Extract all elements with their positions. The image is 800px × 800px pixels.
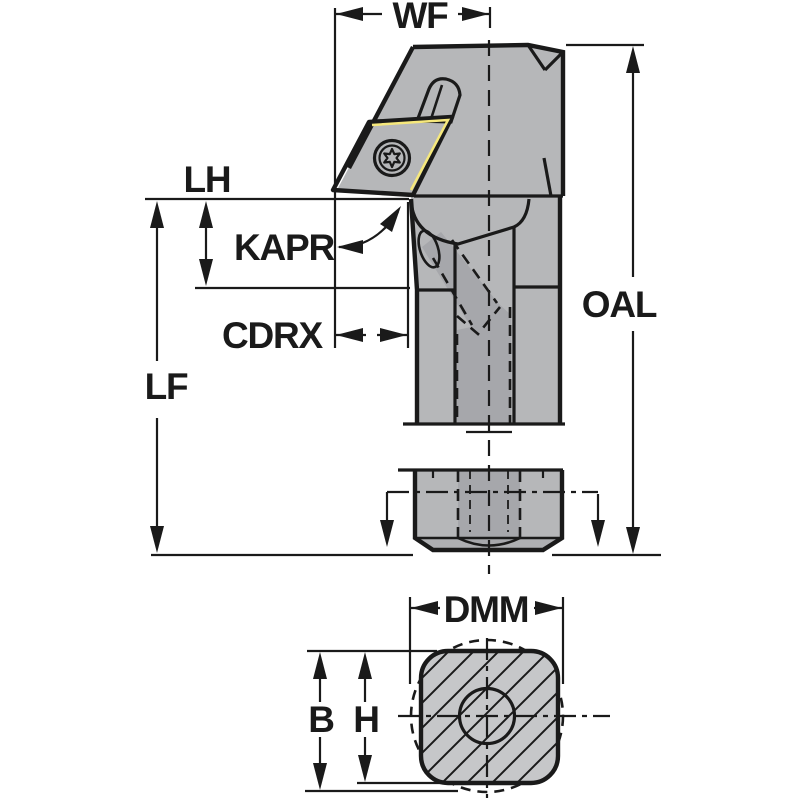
insert-assembly	[330, 77, 462, 198]
dim-dmm: DMM	[408, 589, 565, 684]
clamp-boss-slot	[429, 84, 444, 120]
dim-label-kapr: KAPR	[234, 227, 335, 268]
insert-screw	[372, 138, 412, 178]
dim-label-cdrx: CDRX	[222, 315, 324, 356]
section-view	[398, 638, 610, 798]
section-centerlines	[398, 638, 610, 798]
clamp-bore-fill	[458, 470, 520, 545]
dim-label-oal: OAL	[582, 284, 657, 325]
dim-kapr: KAPR	[234, 206, 401, 268]
dim-cdrx: CDRX	[222, 202, 410, 356]
dim-wf: WF	[333, 0, 492, 348]
torx-star-icon	[383, 147, 401, 169]
dim-b: B	[305, 649, 458, 793]
dim-label-h: H	[353, 699, 379, 740]
dimensions: WF OAL LH KAPR	[145, 0, 661, 793]
dim-h: H	[353, 652, 487, 785]
dim-label-dmm: DMM	[444, 589, 529, 630]
clamp-datum-arrows	[380, 492, 605, 547]
clamp-boss	[414, 77, 462, 124]
dim-lf: LF	[145, 201, 413, 557]
front-view	[337, 40, 598, 574]
dim-label-lh: LH	[184, 159, 231, 200]
dim-label-b: B	[308, 699, 334, 740]
centerlines	[387, 40, 598, 574]
cutting-insert	[330, 114, 455, 198]
dim-oal: OAL	[552, 43, 661, 557]
body-outline	[347, 42, 566, 424]
dim-lh: LH	[145, 159, 410, 290]
insert-edge-highlight	[371, 118, 451, 191]
dim-label-wf: WF	[392, 0, 448, 36]
dim-label-lf: LF	[145, 366, 188, 407]
